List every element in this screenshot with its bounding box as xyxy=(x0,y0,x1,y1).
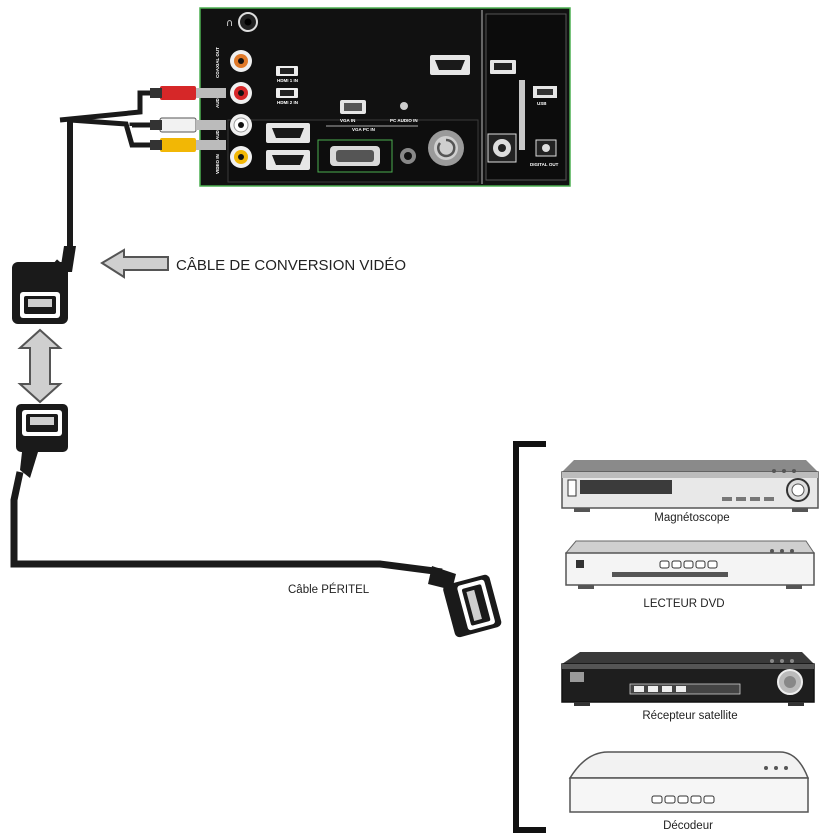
hdmi-port-1-small: HDMI 1 IN xyxy=(276,66,298,83)
side-hdmi-port xyxy=(490,60,516,74)
scart-cable-label: Câble PÉRITEL xyxy=(288,583,370,596)
vga-port xyxy=(317,139,393,173)
satellite-receiver-icon xyxy=(561,652,815,706)
hdmi-port-3 xyxy=(430,55,470,75)
rca-jack-audio-l xyxy=(230,114,252,136)
usb-port: USB xyxy=(533,86,557,106)
label-hdmi-1: HDMI 1 IN xyxy=(277,78,298,83)
device-label-dvd: LECTEUR DVD xyxy=(643,598,724,610)
svg-text:∩: ∩ xyxy=(226,18,233,29)
label-audio-r: AUDIO R xyxy=(215,88,220,108)
device-label-decoder: Décodeur xyxy=(663,820,713,832)
vcr-icon xyxy=(561,460,819,512)
rca-plug-red xyxy=(150,86,226,100)
pc-audio-port-small: PC AUDIO IN xyxy=(390,102,418,123)
rca-cables xyxy=(59,90,172,250)
headphone-jack-icon: ∩ xyxy=(226,12,258,32)
hdmi-port-1 xyxy=(266,123,310,143)
label-usb: USB xyxy=(537,101,547,106)
set-top-box-icon xyxy=(568,751,810,813)
label-video-in: VIDEO IN xyxy=(215,154,220,174)
scart-connector-device-end xyxy=(428,566,502,638)
scart-adapter-connector xyxy=(12,262,68,324)
rca-jack-coaxial xyxy=(230,50,252,72)
rca-plug-white xyxy=(150,117,226,133)
label-coaxial-out: COAXIAL OUT xyxy=(215,47,220,78)
conversion-cable-label: CÂBLE DE CONVERSION VIDÉO xyxy=(176,257,406,274)
tv-back-panel: ∩ COAXIAL OUT AUDIO R AUDIO L VIDEO IN xyxy=(199,7,571,187)
dvd-player-icon xyxy=(564,540,815,589)
side-coax-port xyxy=(487,133,517,163)
device-group-bracket xyxy=(513,441,546,833)
label-digital-out: DIGITAL OUT xyxy=(530,162,559,167)
arrow-left-icon xyxy=(100,248,169,279)
rca-plug-yellow xyxy=(150,138,226,152)
device-label-satellite: Récepteur satellite xyxy=(642,710,737,722)
double-arrow-icon xyxy=(17,328,63,404)
hdmi-port-2 xyxy=(266,150,310,170)
label-vga-pc-in: VGA PC IN xyxy=(352,127,375,132)
antenna-port xyxy=(428,130,464,166)
hdmi-port-2-small: HDMI 2 IN xyxy=(276,88,298,105)
digital-out-port: DIGITAL OUT xyxy=(530,139,559,167)
label-audio-l: AUDIO L xyxy=(215,121,220,140)
label-hdmi-2: HDMI 2 IN xyxy=(277,100,298,105)
device-label-vcr: Magnétoscope xyxy=(654,512,729,524)
card-slot xyxy=(519,80,525,150)
label-pc-audio-in: PC AUDIO IN xyxy=(390,118,418,123)
vga-port-small: VGA IN xyxy=(340,100,366,123)
scart-cable xyxy=(10,471,443,576)
rca-jack-video xyxy=(230,146,252,168)
label-vga-in: VGA IN xyxy=(340,118,355,123)
scart-connector-top xyxy=(16,404,68,478)
rca-jack-audio-r xyxy=(230,82,252,104)
pc-audio-jack xyxy=(400,148,416,164)
